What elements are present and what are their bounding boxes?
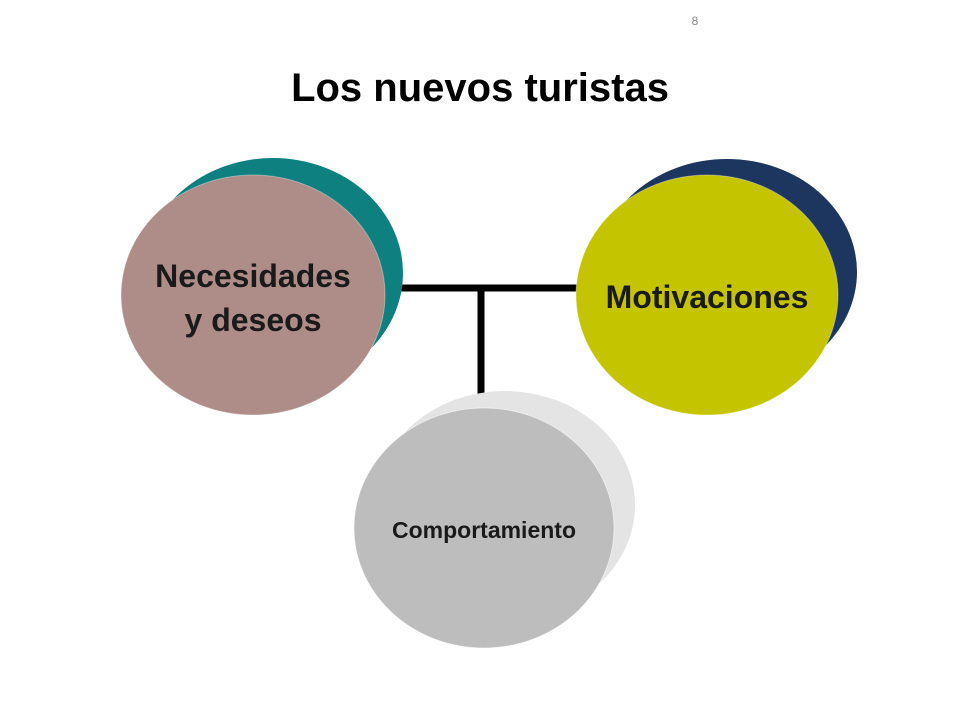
slide-title: Los nuevos turistas [291, 66, 669, 110]
node-motivations-front-disc [575, 174, 839, 416]
node-behavior-label: Comportamiento [392, 517, 576, 543]
node-needs-label-line-1: Necesidades [155, 258, 351, 294]
node-needs: Necesidades y deseos [120, 158, 403, 416]
node-behavior: Comportamiento [353, 391, 635, 649]
page-number: 8 [691, 14, 699, 28]
connector-lines [392, 284, 578, 402]
node-motivations-label: Motivaciones [606, 279, 809, 315]
node-needs-front-disc [120, 174, 386, 416]
node-needs-label-line-2: y deseos [185, 302, 322, 338]
node-motivations: Motivaciones [575, 159, 857, 416]
node-behavior-front-disc [353, 407, 615, 649]
